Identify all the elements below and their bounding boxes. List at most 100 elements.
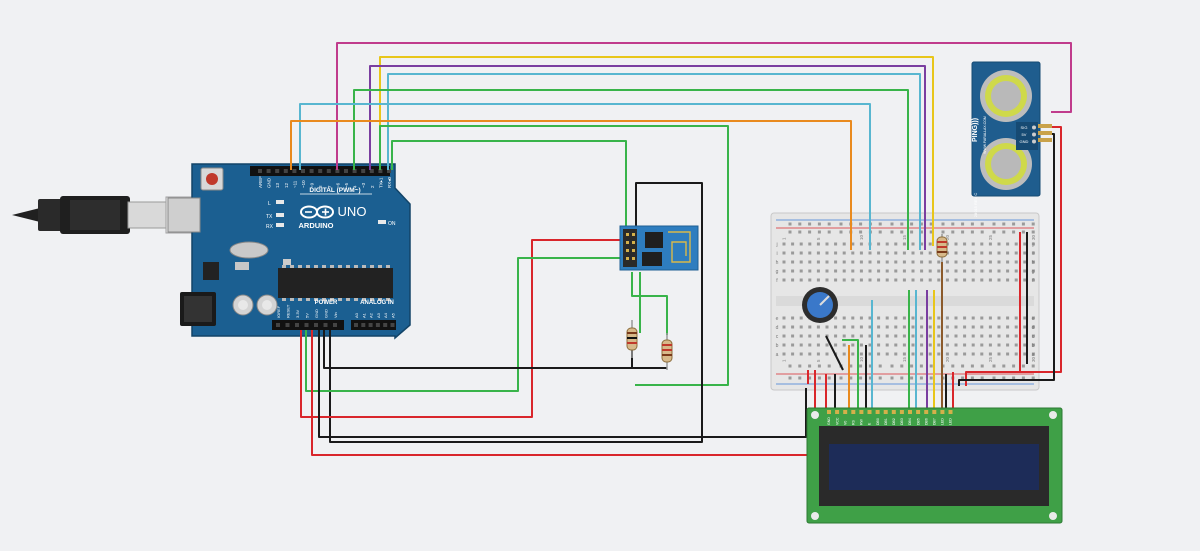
digital-pin-label: 8 xyxy=(318,185,323,188)
bb-row-label: j xyxy=(1031,242,1033,248)
lcd-pin-label: DB3 xyxy=(900,418,904,425)
esp-pin[interactable] xyxy=(632,249,635,252)
resistor-1[interactable] xyxy=(626,320,638,358)
digital-pin[interactable] xyxy=(344,169,348,173)
lcd-pin[interactable] xyxy=(899,410,904,414)
esp-pin[interactable] xyxy=(626,257,629,260)
svg-text:ANALOG IN: ANALOG IN xyxy=(360,300,394,306)
digital-pin[interactable] xyxy=(266,169,271,173)
digital-pin[interactable] xyxy=(301,169,305,173)
esp-pin[interactable] xyxy=(632,241,635,244)
digital-pin-label: 13 xyxy=(275,182,280,188)
analog-pin-label: A4 xyxy=(383,312,388,318)
bb-col-label: 15 xyxy=(902,356,907,362)
bb-row-label: g xyxy=(1032,269,1035,275)
power-pin-label: RESET xyxy=(286,304,291,318)
power-pin-label: GND xyxy=(314,309,319,318)
digital-pin[interactable] xyxy=(309,169,314,173)
digital-pin[interactable] xyxy=(352,169,357,173)
wire-black-gnd xyxy=(323,330,667,369)
lcd-pin[interactable] xyxy=(908,410,912,414)
bb-row-label: b xyxy=(1032,343,1035,349)
analog-pin-label: A1 xyxy=(361,312,366,318)
ultrasonic-sensor[interactable]: PING))) WWW.PARALLAX.COM 28015 REV C SIG… xyxy=(971,61,1052,217)
digital-pin-label: ~6 xyxy=(335,182,340,188)
sensor-pin[interactable] xyxy=(1032,132,1036,137)
analog-pin[interactable] xyxy=(383,323,388,327)
lcd-pin[interactable] xyxy=(948,410,953,414)
svg-text:RX: RX xyxy=(266,224,274,230)
lcd-pin[interactable] xyxy=(891,410,896,414)
power-pin[interactable] xyxy=(304,323,309,327)
lcd-pin[interactable] xyxy=(843,410,848,414)
lcd-pin[interactable] xyxy=(916,410,921,414)
lcd-pin[interactable] xyxy=(924,410,929,414)
lcd-pin[interactable] xyxy=(867,410,872,414)
lcd-pin-label: DB1 xyxy=(884,418,888,425)
power-pin[interactable] xyxy=(314,323,318,327)
digital-pin[interactable] xyxy=(378,169,383,173)
analog-pin[interactable] xyxy=(354,323,358,327)
resistor-2[interactable] xyxy=(661,333,673,370)
digital-pin[interactable] xyxy=(258,169,262,173)
esp-pin[interactable] xyxy=(632,257,635,260)
digital-pin[interactable] xyxy=(387,169,391,173)
esp-pin[interactable] xyxy=(626,241,629,244)
esp-pin[interactable] xyxy=(626,233,629,236)
bb-col-label: 20 xyxy=(945,234,950,240)
lcd-pin[interactable] xyxy=(827,410,831,414)
analog-pin-label: A5 xyxy=(391,312,396,318)
digital-pin[interactable] xyxy=(369,169,374,173)
reset-button[interactable] xyxy=(206,173,218,185)
power-pin[interactable] xyxy=(333,323,337,327)
power-pin[interactable] xyxy=(285,323,290,327)
digital-pin[interactable] xyxy=(335,169,340,173)
lcd-pin[interactable] xyxy=(940,410,945,414)
potentiometer[interactable] xyxy=(802,287,838,323)
lcd-pin[interactable] xyxy=(875,410,880,414)
digital-pin[interactable] xyxy=(292,169,297,173)
digital-pin[interactable] xyxy=(275,169,280,173)
lcd-pin[interactable] xyxy=(851,410,856,414)
analog-pin-label: A2 xyxy=(369,312,374,318)
digital-pin[interactable] xyxy=(318,169,323,173)
wire-black-esp xyxy=(329,182,703,443)
bb-row-label: d xyxy=(1032,325,1035,331)
power-pin[interactable] xyxy=(276,323,280,327)
digital-pin-label: ~11 xyxy=(292,180,297,188)
analog-pin[interactable] xyxy=(368,323,373,327)
power-pin[interactable] xyxy=(295,323,299,327)
sensor-pin[interactable] xyxy=(1032,125,1036,130)
bb-col-label: 30 xyxy=(1031,234,1036,240)
analog-pin[interactable] xyxy=(390,323,395,327)
power-pin-label: 3.3V xyxy=(295,309,300,318)
lcd-pin[interactable] xyxy=(883,410,888,414)
lcd-pin-label: DB7 xyxy=(933,418,937,425)
arduino-logo: ARDUINO UNO xyxy=(299,204,367,230)
model-label: UNO xyxy=(338,204,367,219)
digital-pin[interactable] xyxy=(326,169,331,173)
digital-pin[interactable] xyxy=(283,169,288,173)
power-pin[interactable] xyxy=(323,323,328,327)
analog-pin[interactable] xyxy=(361,323,366,327)
sensor-pin-label: GND xyxy=(1020,139,1029,144)
esp-pin[interactable] xyxy=(632,233,635,236)
sensor-pin-label: 5V xyxy=(1022,132,1027,137)
svg-text:L: L xyxy=(268,201,271,207)
lcd-pin[interactable] xyxy=(859,410,864,414)
atmega-chip xyxy=(278,268,393,298)
resistor-3[interactable] xyxy=(936,234,948,262)
lcd-pin[interactable] xyxy=(835,410,840,414)
esp8266-module[interactable] xyxy=(619,225,699,271)
esp-pin[interactable] xyxy=(626,249,629,252)
analog-pin[interactable] xyxy=(375,323,380,327)
sensor-pin[interactable] xyxy=(1032,139,1036,144)
digital-pin[interactable] xyxy=(361,169,366,173)
lcd-pin[interactable] xyxy=(932,410,937,414)
bb-col-label: 25 xyxy=(988,356,993,362)
digital-header-label: DIGITAL (PWM~) xyxy=(309,187,360,194)
